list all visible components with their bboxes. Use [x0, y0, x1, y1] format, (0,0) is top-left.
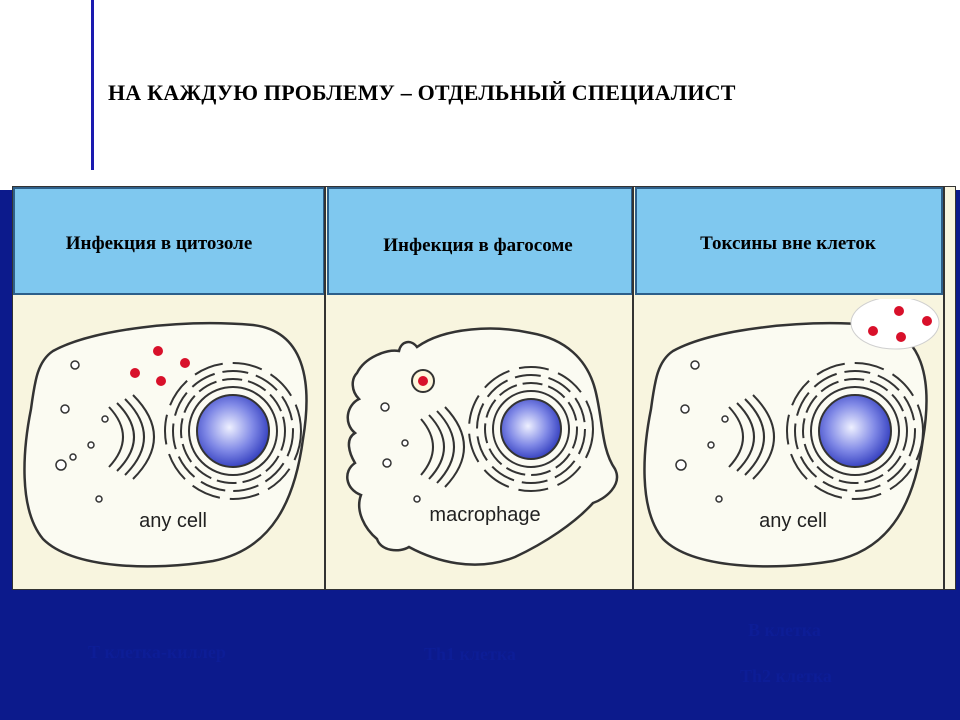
vesicles	[55, 360, 109, 503]
panel-header-cytosol: Инфекция в цитозоле	[13, 187, 325, 295]
endoplasmic-reticulum	[468, 366, 594, 492]
immune-specialist-figure: Инфекция в цитозоле Инфекция в фагосоме …	[12, 186, 956, 590]
slide-title: НА КАЖДУЮ ПРОБЛЕМУ – ОТДЕЛЬНЫЙ СПЕЦИАЛИС…	[108, 80, 736, 105]
cell-label: any cell	[139, 510, 207, 532]
golgi-apparatus	[728, 394, 775, 480]
panel-divider	[943, 187, 945, 589]
macrophage-membrane	[346, 327, 619, 566]
left-blue-strip	[0, 190, 12, 590]
pathogen-dot	[418, 376, 428, 386]
panel-header-phagosome: Инфекция в фагосоме	[327, 187, 633, 295]
title-accent-line	[91, 0, 94, 170]
panel-divider	[632, 187, 634, 589]
endoplasmic-reticulum	[786, 362, 924, 500]
endoplasmic-reticulum	[164, 362, 302, 500]
caption-b-cell: В клетка	[748, 620, 821, 640]
title-area	[0, 0, 960, 190]
macrophage-phagosome-diagram: macrophage	[346, 327, 619, 566]
nucleus	[818, 394, 892, 468]
right-blue-strip	[952, 190, 960, 590]
panel-header-label: Токсины вне клеток	[700, 233, 876, 254]
cell-label: any cell	[759, 510, 827, 532]
panel-header-toxins: Токсины вне клеток	[635, 187, 943, 295]
nucleus	[196, 394, 270, 468]
any-cell-toxins-diagram: any cell	[643, 299, 940, 568]
nucleus	[500, 398, 562, 460]
any-cell-cytosol-diagram: any cell	[23, 322, 308, 568]
panel-divider	[324, 187, 326, 589]
golgi-apparatus	[108, 394, 155, 480]
toxin-dots	[868, 306, 932, 342]
vesicles	[675, 360, 729, 503]
caption-th2-cell: Th2 клетка	[740, 666, 832, 686]
extracellular-space	[850, 299, 940, 350]
caption-killer-t-cell: Т клетка-киллер	[88, 642, 226, 662]
panel-header-label: Инфекция в фагосоме	[383, 235, 573, 256]
vesicles	[380, 402, 421, 503]
caption-th1-cell: Th1 клетка	[424, 644, 516, 664]
cell-membrane	[23, 322, 308, 568]
cell-label: macrophage	[429, 504, 540, 526]
pathogen-dots	[130, 346, 190, 386]
panel-header-label: Инфекция в цитозоле	[65, 233, 253, 254]
golgi-apparatus	[420, 406, 465, 488]
